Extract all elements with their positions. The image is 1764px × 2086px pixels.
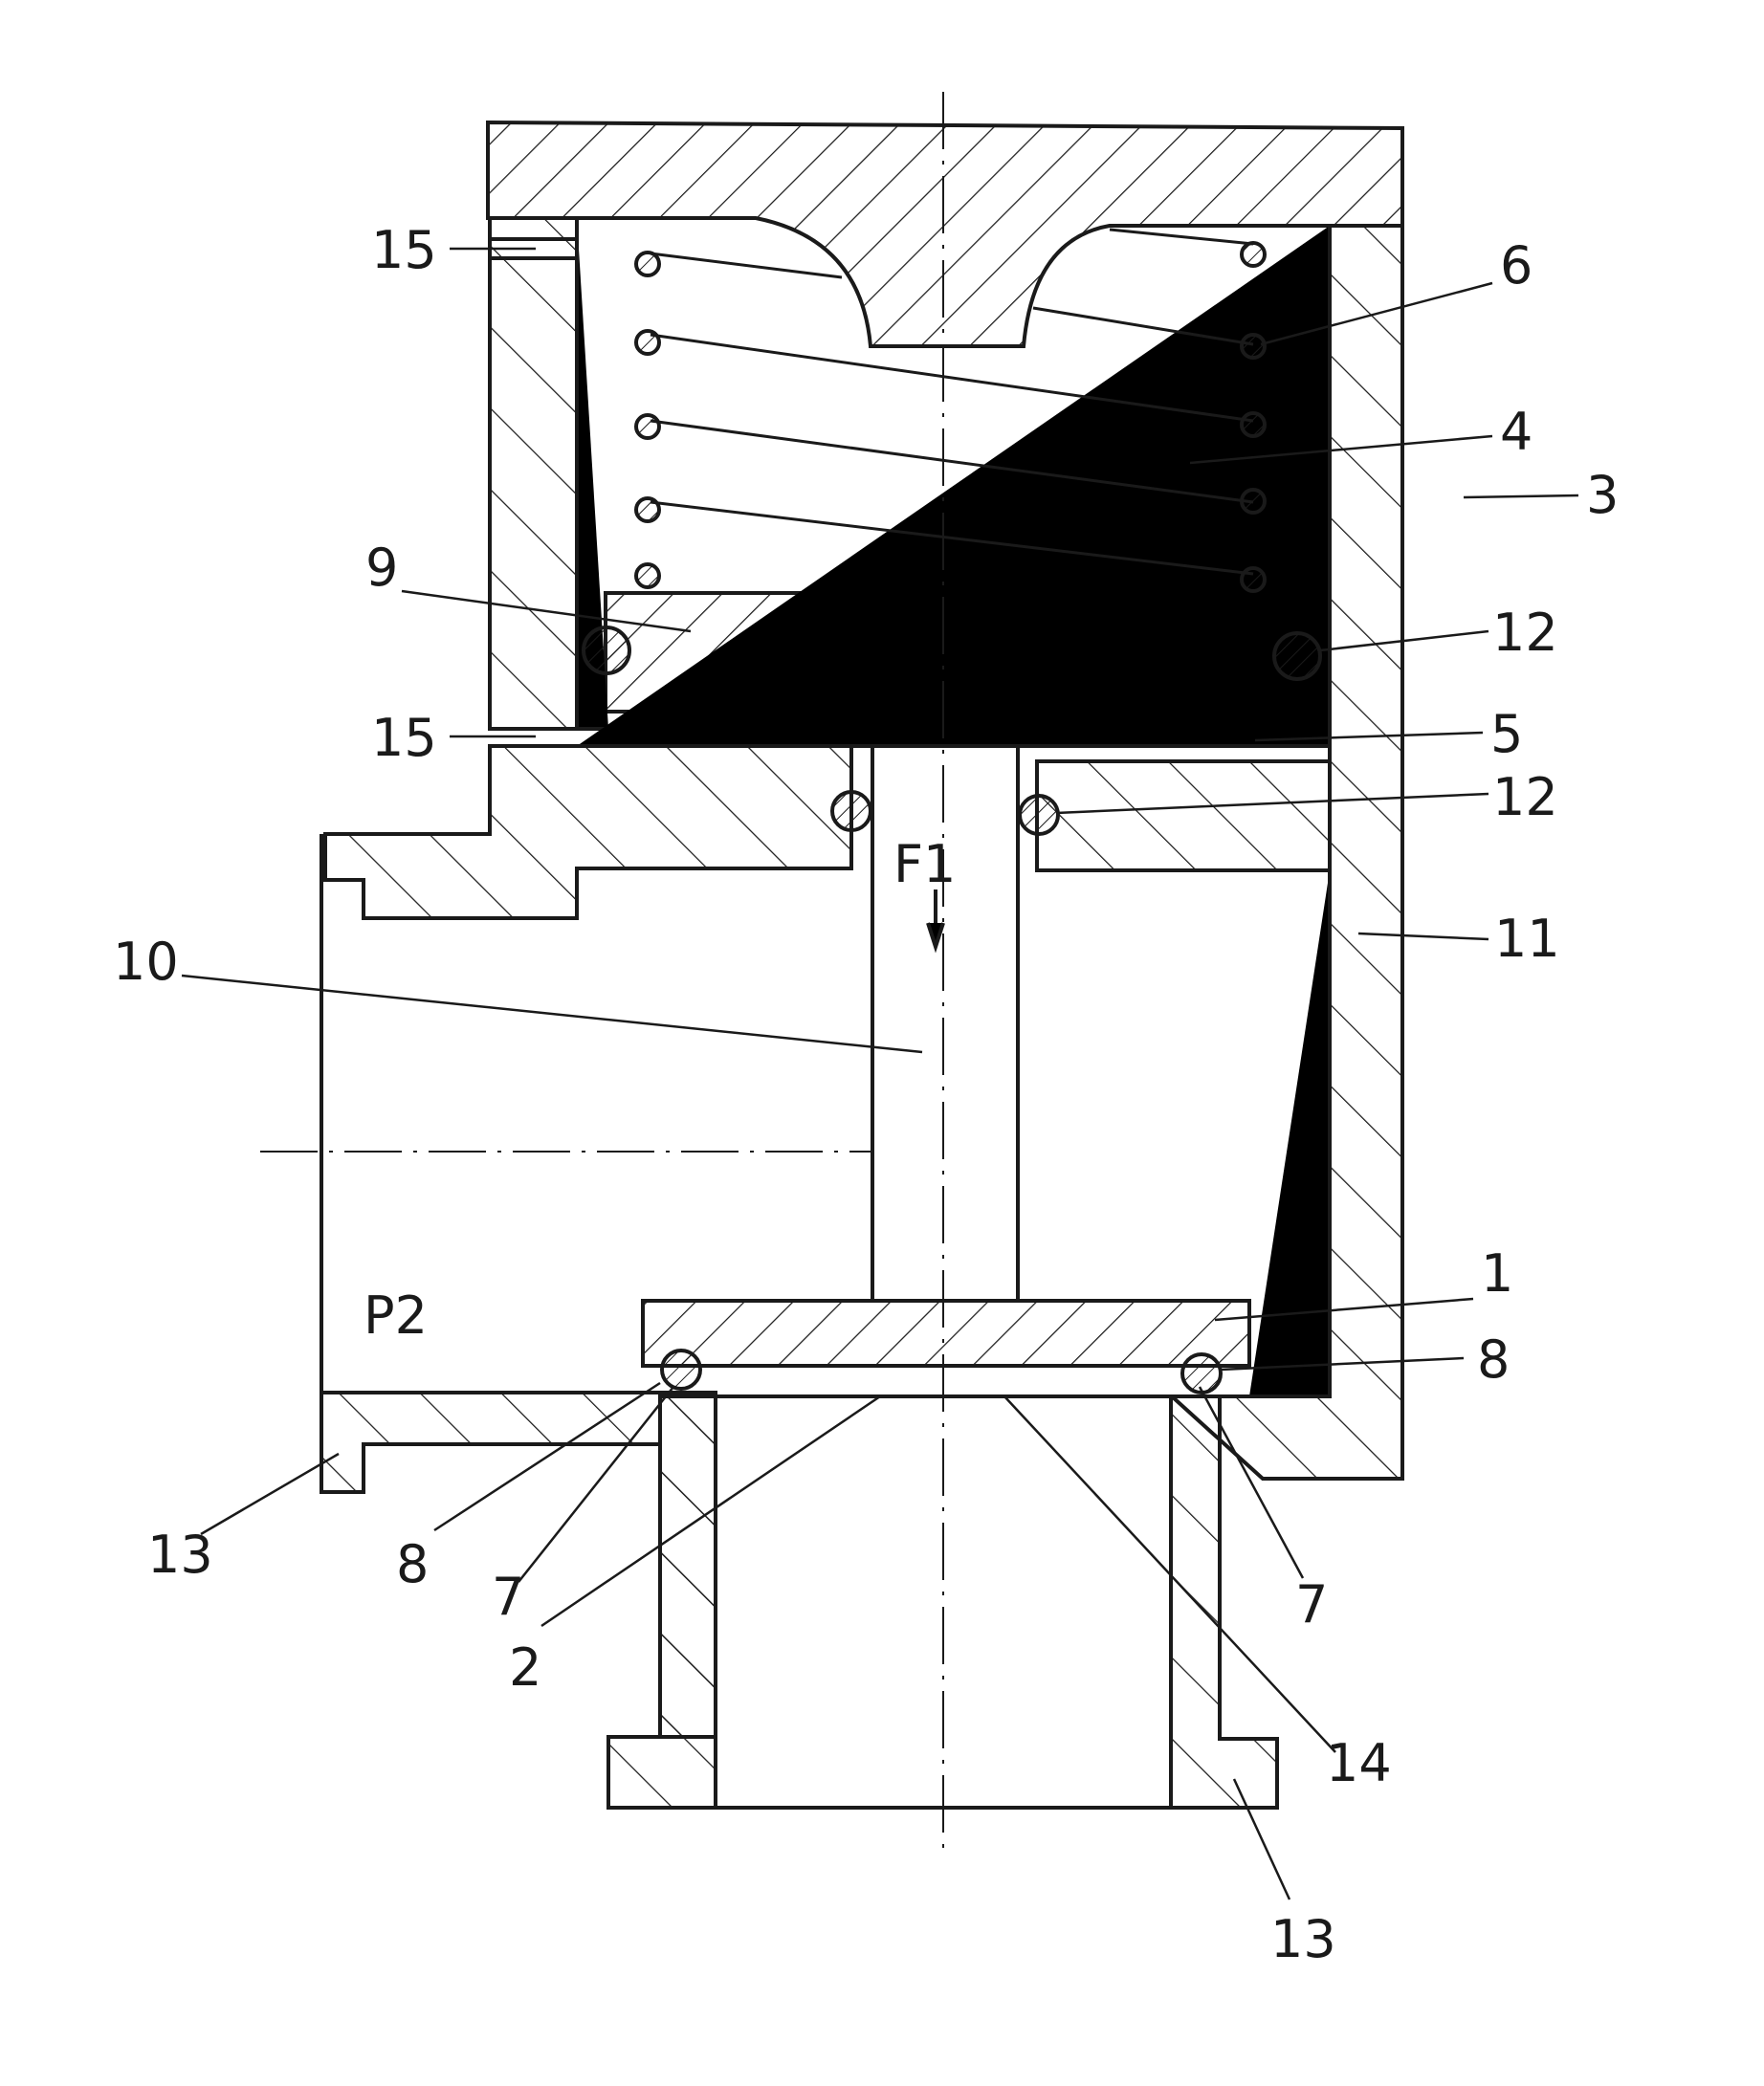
housing-divider-right [1037,761,1330,870]
label-8-left: 8 [396,1534,429,1594]
label-7-left: 7 [492,1567,524,1627]
outlet-pipe-left-wall [608,1396,716,1808]
label-11: 11 [1494,909,1560,969]
label-13-left: 13 [147,1525,213,1585]
label-p2: P2 [364,1285,428,1346]
label-1: 1 [1481,1243,1513,1304]
label-5: 5 [1490,704,1523,764]
label-4: 4 [1500,402,1532,462]
label-10: 10 [113,932,179,992]
label-8-right: 8 [1477,1329,1510,1390]
label-3: 3 [1586,465,1619,525]
label-15-upper: 15 [371,220,437,280]
seal-12-stem-right [1020,796,1058,834]
label-2: 2 [509,1637,541,1698]
label-15-lower: 15 [371,708,437,768]
seal-8-left [662,1350,700,1389]
seal-12-stem-left [832,792,871,830]
seal-12-left [584,627,629,673]
label-f1: F1 [893,834,956,894]
label-6: 6 [1500,235,1532,296]
housing-divider-left [325,746,851,918]
label-9: 9 [365,538,398,598]
seal-12-right [1274,633,1320,679]
label-14: 14 [1326,1733,1392,1793]
label-13-right: 13 [1270,1909,1336,1969]
housing-left-upper-wall [490,218,577,729]
label-12-lower: 12 [1492,767,1558,827]
label-12-upper: 12 [1492,603,1558,663]
label-7-right: 7 [1295,1574,1328,1635]
seal-8-right [1182,1354,1221,1393]
valve-disc [643,1301,1249,1366]
